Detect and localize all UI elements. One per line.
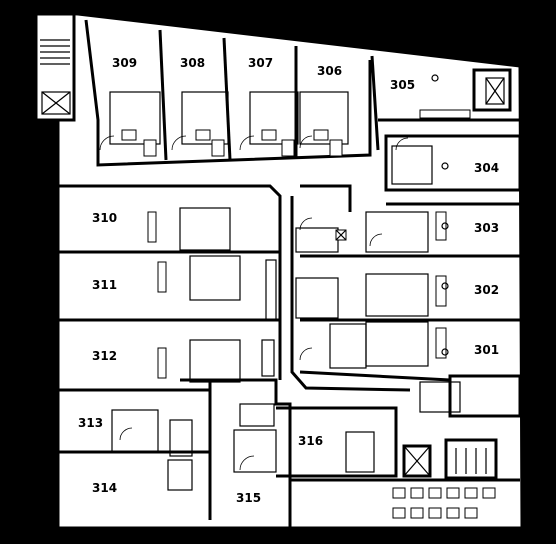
room-label-305: 305 — [390, 78, 415, 92]
room-label-306: 306 — [317, 64, 342, 78]
stair-northeast — [472, 68, 512, 112]
room-label-308: 308 — [180, 56, 205, 70]
stair-northwest — [32, 12, 76, 122]
room-label-313: 313 — [78, 416, 103, 430]
room-label-314: 314 — [92, 481, 117, 495]
room-label-310: 310 — [92, 211, 117, 225]
tile-grid — [392, 487, 496, 519]
west-units — [58, 184, 292, 528]
room-label-303: 303 — [474, 221, 499, 235]
room-label-311: 311 — [92, 278, 117, 292]
north-units — [84, 19, 380, 167]
room-label-304: 304 — [474, 161, 499, 175]
room-label-312: 312 — [92, 349, 117, 363]
east-units — [299, 74, 522, 382]
door-swings — [99, 135, 409, 471]
central-core — [290, 184, 411, 392]
room-label-307: 307 — [248, 56, 273, 70]
room-label-309: 309 — [112, 56, 137, 70]
south-core — [276, 374, 522, 482]
room-label-302: 302 — [474, 283, 499, 297]
room-label-316: 316 — [298, 434, 323, 448]
room-label-315: 315 — [236, 491, 261, 505]
room-label-301: 301 — [474, 343, 499, 357]
